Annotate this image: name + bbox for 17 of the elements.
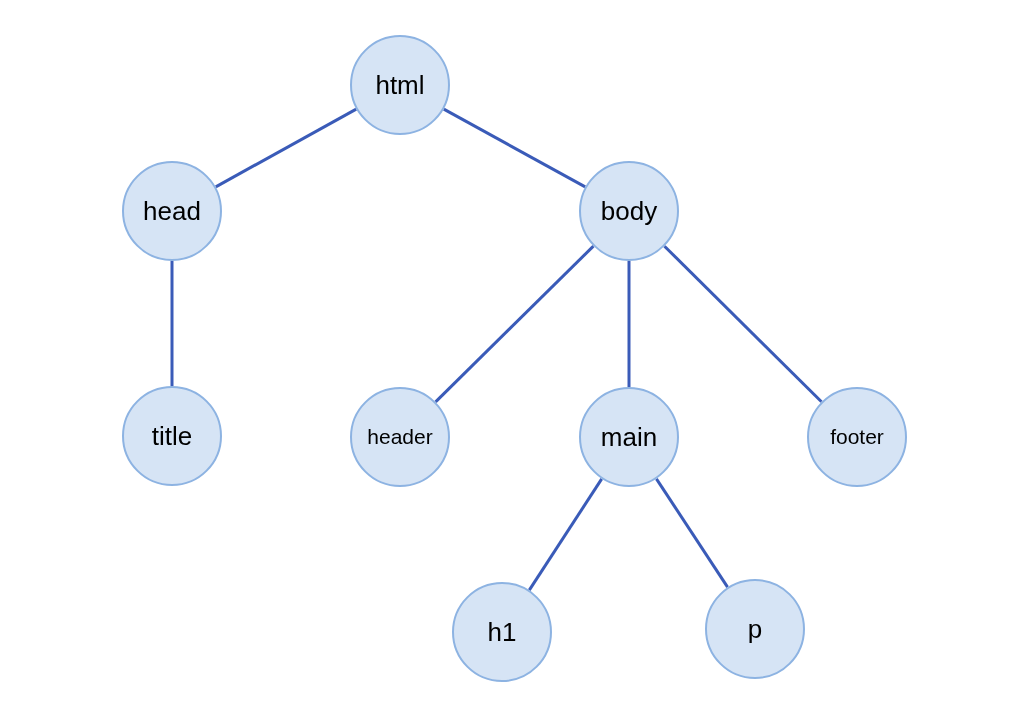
connector-line	[663, 245, 823, 403]
connector-line	[627, 261, 631, 387]
node-label: body	[600, 194, 658, 228]
node-label: html	[375, 68, 425, 102]
node-label: header	[367, 424, 433, 451]
node-label: p	[747, 612, 763, 646]
node-label: title	[151, 419, 193, 453]
connector-line	[434, 245, 595, 403]
connector-line	[528, 478, 603, 591]
node-label: h1	[487, 615, 517, 649]
node-label: footer	[830, 424, 884, 451]
connector-line	[443, 107, 586, 189]
node-label: main	[600, 420, 658, 454]
node-label: head	[143, 194, 201, 228]
connector-line	[655, 477, 729, 589]
connector-line	[215, 107, 357, 189]
connector-line	[170, 261, 174, 386]
